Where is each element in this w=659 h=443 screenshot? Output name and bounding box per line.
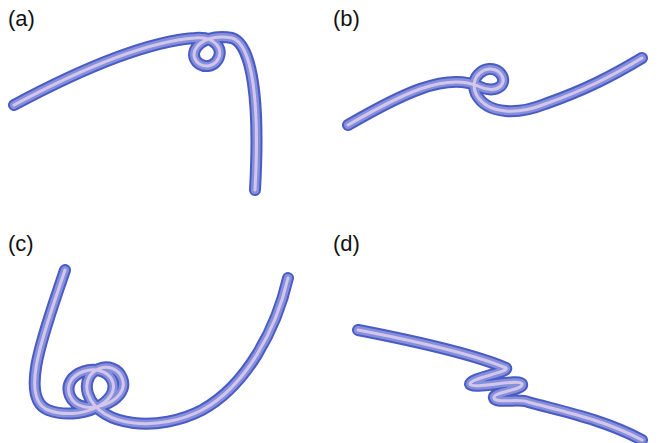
tube-c	[35, 270, 288, 424]
panel-label: (b)	[333, 8, 360, 30]
tube-b	[348, 58, 642, 125]
tube-a	[14, 37, 256, 190]
panel-label: (a)	[8, 8, 35, 30]
panel-label: (c)	[8, 233, 34, 255]
panel-label: (d)	[333, 233, 360, 255]
tube-d	[358, 330, 642, 440]
